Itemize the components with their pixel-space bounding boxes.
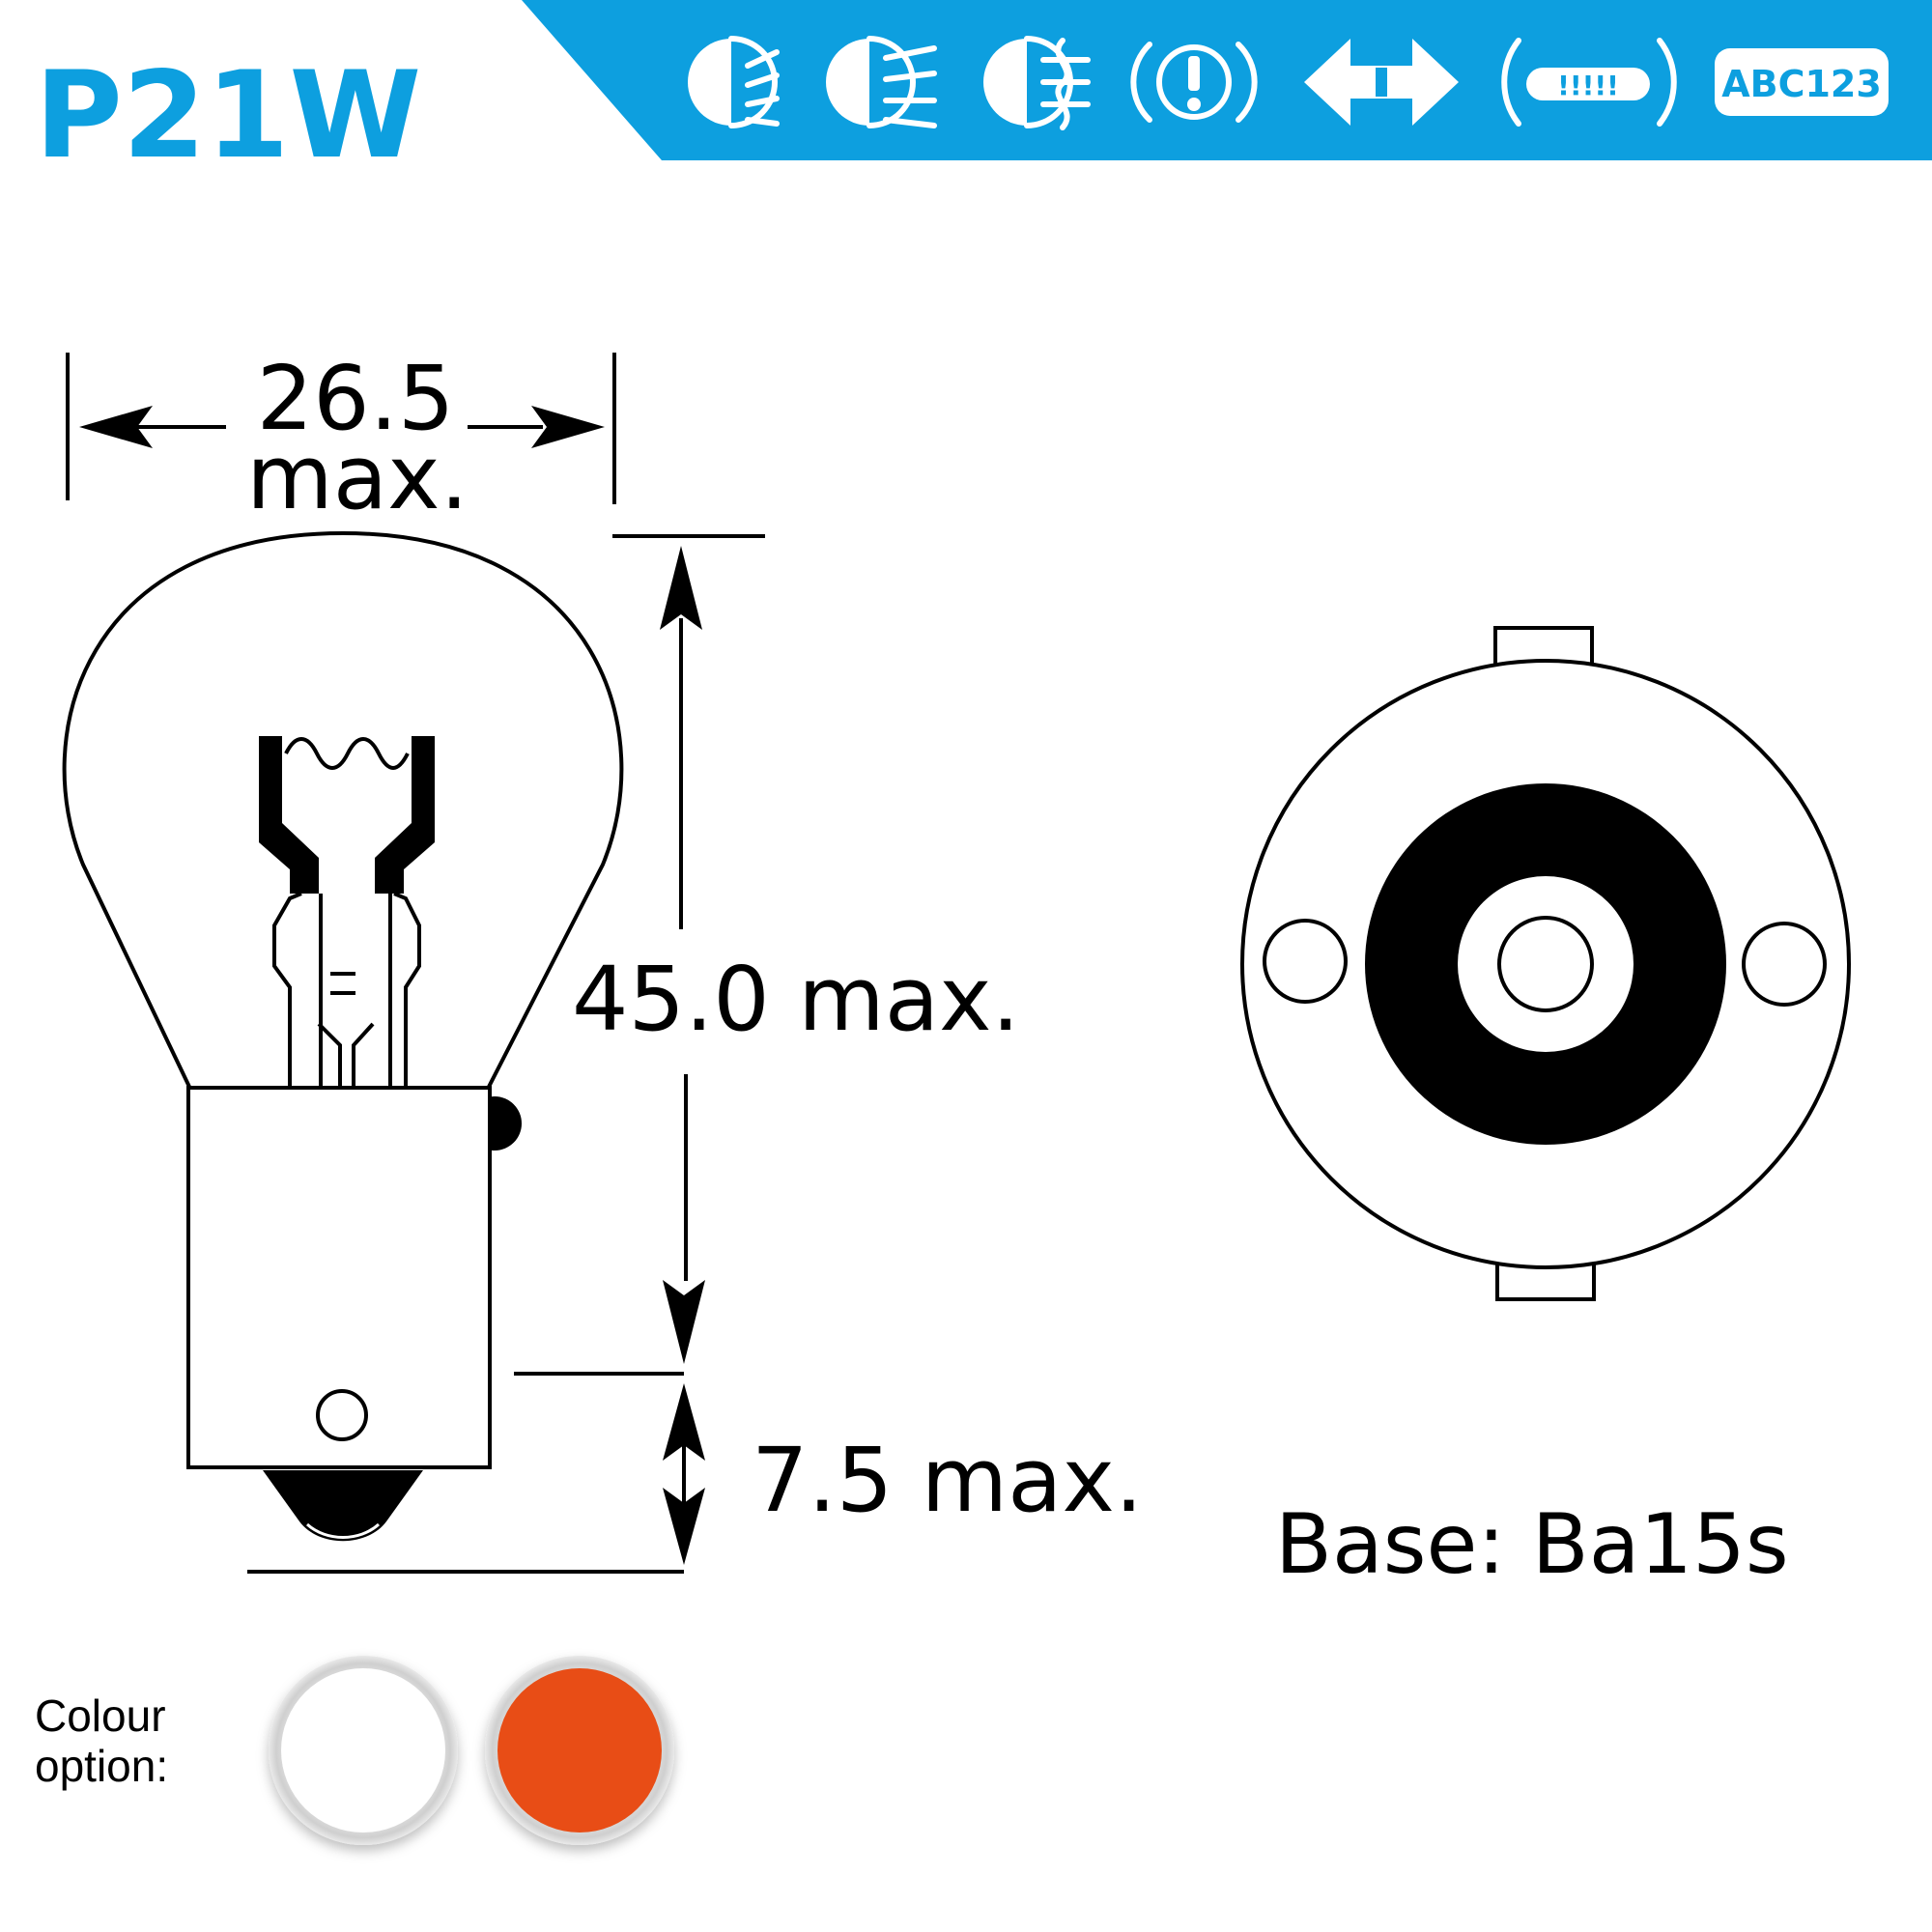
pin-dimension: 7.5 max. xyxy=(247,1372,1143,1574)
page-title: P21W xyxy=(35,46,421,185)
colour-label-line1: Colour xyxy=(35,1690,166,1741)
colour-swatch-white[interactable] xyxy=(269,1656,458,1845)
height-dimension: 45.0 max. xyxy=(572,534,1020,1364)
fog-light-icon xyxy=(983,36,1091,130)
height-arrow-top xyxy=(660,546,702,630)
plate-marks: !!!!! xyxy=(1557,70,1619,101)
base-end-view xyxy=(1240,626,1851,1301)
badge-label: ABC123 xyxy=(1721,63,1882,105)
dipped-beam-icon xyxy=(688,36,780,128)
end-view-contact xyxy=(1497,916,1594,1012)
width-arrow-right xyxy=(531,406,605,448)
bulb-glass-outline xyxy=(62,530,624,1088)
width-dimension: 26.5 max. xyxy=(66,347,616,529)
base-hole xyxy=(316,1389,368,1441)
colour-label-line2: option: xyxy=(35,1741,168,1791)
end-view-pin-right xyxy=(1742,922,1827,1007)
base-contact xyxy=(263,1470,423,1542)
bulb-base-cap xyxy=(186,1086,492,1469)
end-view-contact-ring xyxy=(1458,876,1634,1052)
pin-arrow-bottom xyxy=(663,1488,705,1565)
width-arrow-left xyxy=(79,406,153,448)
colour-options: Colour option: xyxy=(35,1656,674,1845)
pin-arrow-top xyxy=(663,1383,705,1461)
width-value: 26.5 xyxy=(257,347,455,450)
colour-swatch-amber[interactable] xyxy=(485,1656,674,1845)
height-label: 45.0 max. xyxy=(572,948,1020,1051)
width-unit: max. xyxy=(246,426,469,529)
bulb-side-view xyxy=(62,530,624,1542)
base-type-label: Base: Ba15s xyxy=(1275,1496,1789,1593)
turn-signal-icon xyxy=(1304,39,1459,126)
filament-assembly xyxy=(259,736,435,1087)
height-arrow-bottom xyxy=(663,1280,705,1364)
main-beam-icon xyxy=(826,36,937,128)
pin-label: 7.5 max. xyxy=(752,1429,1143,1532)
number-plate-light-icon: !!!!! xyxy=(1501,38,1677,127)
registration-badge-icon: ABC123 xyxy=(1715,48,1889,116)
end-view-pin-left xyxy=(1263,919,1348,1004)
